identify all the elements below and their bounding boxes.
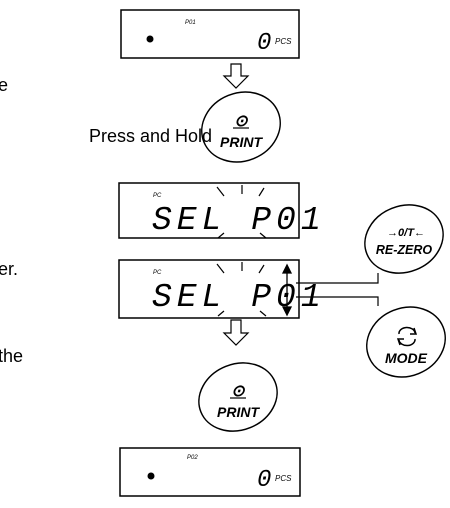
instruction-press-hold: Press and Hold: [89, 126, 213, 146]
display-sel-1-text: SEL P01: [152, 202, 326, 239]
print-button-bottom[interactable]: ⊙ PRINT: [189, 351, 288, 442]
display-bottom: P02 0 PCS: [119, 447, 301, 497]
display-sel-2-small: PC: [153, 270, 162, 276]
instruction-fragment-4: the: [0, 346, 24, 366]
display-sel-2: PC SEL P01: [118, 259, 326, 319]
up-down-arrow-icon: [281, 263, 293, 317]
mode-label: MODE: [385, 350, 428, 366]
print-symbol-icon: ⊙: [231, 383, 245, 400]
display-top-unit: PCS: [275, 37, 292, 46]
print-button-top[interactable]: ⊙ PRINT: [191, 80, 291, 173]
display-bottom-small: P02: [187, 455, 198, 461]
rezero-top-label: →0/T←: [387, 227, 425, 239]
rezero-label: RE-ZERO: [376, 243, 433, 257]
display-sel-2-text: SEL P01: [152, 279, 326, 316]
down-arrow-1: [222, 63, 250, 89]
rezero-button[interactable]: →0/T← RE-ZERO: [355, 193, 450, 284]
display-top: P01 0 PCS: [120, 9, 300, 59]
display-top-small: P01: [185, 20, 196, 26]
button-connectors: [296, 273, 379, 306]
stable-indicator: [147, 472, 155, 480]
print-symbol-icon: ⊙: [234, 113, 248, 130]
blink-marks-1: [216, 185, 267, 239]
print-label: PRINT: [217, 404, 260, 420]
print-label: PRINT: [220, 134, 263, 150]
mode-cycle-icon: [396, 326, 418, 347]
mode-button[interactable]: MODE: [356, 295, 450, 388]
display-bottom-value: 0: [257, 467, 271, 494]
display-sel-1: PC SEL P01: [118, 182, 326, 239]
instruction-fragment-1: e: [0, 75, 9, 95]
down-arrow-2: [222, 319, 250, 346]
instruction-fragment-3: er.: [0, 259, 19, 279]
stable-indicator: [146, 35, 154, 43]
display-bottom-unit: PCS: [275, 474, 292, 483]
display-sel-1-small: PC: [153, 193, 162, 199]
display-top-value: 0: [257, 30, 271, 57]
blink-marks-2: [216, 262, 267, 317]
